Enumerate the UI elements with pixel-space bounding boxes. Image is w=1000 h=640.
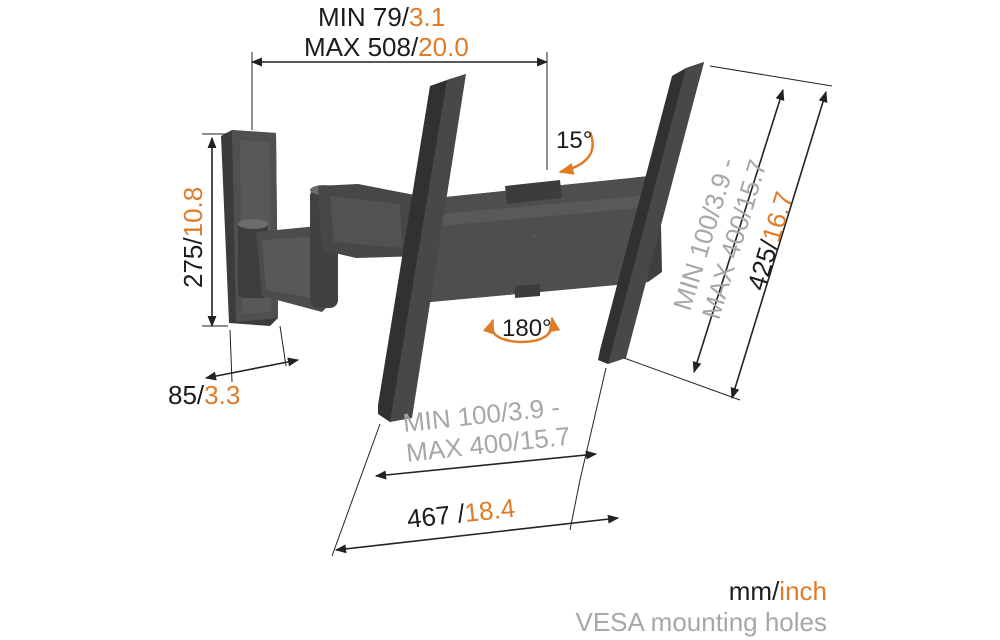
vesa-h-min-inch: 3.9 - bbox=[506, 392, 561, 427]
svg-text:MAX 508/20.0: MAX 508/20.0 bbox=[304, 32, 469, 62]
tilt-label: 15° bbox=[556, 127, 592, 154]
wall-plate-height-label: 275/10.8 bbox=[178, 187, 208, 288]
swivel-label: 180° bbox=[502, 315, 552, 342]
legend: mm/inch VESA mounting holes bbox=[576, 576, 828, 637]
tv-bracket-plate: ~ bbox=[410, 176, 662, 302]
dimension-lines bbox=[202, 52, 833, 557]
top-max-mm: MAX 508/ bbox=[304, 32, 419, 62]
wall-height-inch: 10.8 bbox=[178, 187, 208, 238]
wall-height-mm: 275/ bbox=[178, 237, 208, 288]
total-width-label: 467 /18.4 bbox=[405, 493, 516, 534]
vesa-rail-right bbox=[598, 62, 704, 364]
vesa-note: VESA mounting holes bbox=[576, 607, 828, 637]
total-width-mm: 467 / bbox=[405, 498, 466, 534]
top-dimension-label: MIN 79/3.1 MAX 508/20.0 bbox=[304, 2, 469, 62]
wall-depth-mm: 85/ bbox=[168, 380, 205, 410]
top-max-inch: 20.0 bbox=[418, 32, 469, 62]
lower-arm-face bbox=[262, 236, 322, 300]
units-mm: mm/ bbox=[729, 576, 780, 606]
units-inch: inch bbox=[779, 576, 827, 606]
top-min-mm: MIN 79/ bbox=[318, 2, 410, 32]
svg-text:467 /18.4: 467 /18.4 bbox=[405, 493, 516, 534]
vesa-rail-left bbox=[378, 74, 466, 422]
wall-depth-inch: 3.3 bbox=[204, 380, 240, 410]
svg-text:MIN 79/3.1: MIN 79/3.1 bbox=[318, 2, 445, 32]
wall-plate-depth-label: 85/3.3 bbox=[168, 380, 240, 410]
vesa-h-max-inch: 15.7 bbox=[518, 421, 571, 456]
swivel-arc-icon bbox=[482, 316, 561, 344]
brand-mark: ~ bbox=[532, 232, 538, 243]
svg-text:275/10.8: 275/10.8 bbox=[178, 187, 208, 288]
upper-arm-face bbox=[330, 196, 402, 248]
wall-mount-product: ~ bbox=[221, 62, 704, 422]
total-width-inch: 18.4 bbox=[463, 493, 516, 528]
vesa-horizontal-label: MIN 100/3.9 - MAX 400/15.7 bbox=[401, 392, 571, 468]
top-min-inch: 3.1 bbox=[409, 2, 445, 32]
units-legend: mm/inch bbox=[729, 576, 827, 606]
tilt-arc-icon bbox=[558, 131, 594, 175]
